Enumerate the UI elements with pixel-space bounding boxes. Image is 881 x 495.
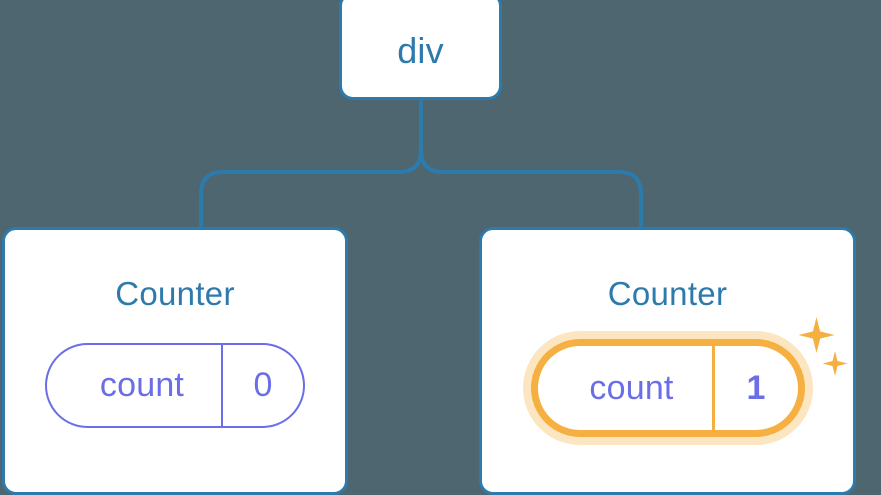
- node-root-label: div: [397, 30, 444, 71]
- node-counter-right[interactable]: Counter count 1: [479, 227, 856, 495]
- connector-right: [419, 98, 643, 230]
- node-counter-left[interactable]: Counter count 0: [2, 227, 348, 495]
- connector-left: [199, 98, 423, 230]
- sparkle-large-icon: [798, 317, 835, 353]
- state-hook-right[interactable]: count 1: [530, 339, 805, 437]
- node-root-div[interactable]: div: [339, 0, 502, 100]
- state-hook-left-value: 0: [221, 345, 303, 426]
- hook-wrap-left: count 0: [45, 343, 305, 428]
- sparkles-group: [797, 317, 857, 393]
- node-counter-right-title: Counter: [607, 275, 728, 312]
- hook-wrap-right: count 1: [530, 317, 848, 437]
- state-hook-left[interactable]: count 0: [45, 343, 305, 428]
- node-counter-left-title: Counter: [115, 275, 235, 312]
- state-hook-left-name: count: [99, 366, 185, 404]
- sparkle-small-icon: [822, 351, 848, 376]
- state-hook-right-value: 1: [711, 346, 798, 430]
- state-hook-right-name: count: [589, 368, 674, 407]
